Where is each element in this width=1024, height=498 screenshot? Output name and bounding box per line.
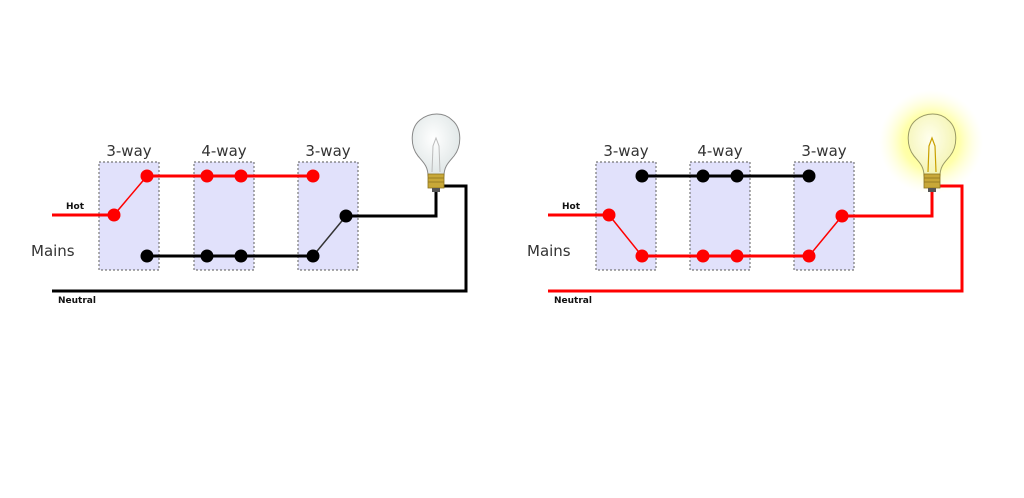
light-bulb-icon: [411, 113, 461, 192]
terminal: [200, 249, 214, 263]
circuit-left: 3-way 4-way 3-way Hot Mains Neutral: [31, 113, 468, 306]
switch-label-4way: 4-way: [697, 142, 742, 160]
terminal: [339, 209, 353, 223]
terminal: [107, 208, 121, 222]
hot-label: Hot: [66, 202, 85, 212]
terminal: [306, 169, 320, 183]
terminal: [306, 249, 320, 263]
switch-lever: [312, 215, 347, 257]
light-bulb-icon: [907, 113, 957, 192]
terminal: [140, 249, 154, 263]
terminal: [140, 169, 154, 183]
neutral-label: Neutral: [554, 296, 592, 306]
terminal: [234, 249, 248, 263]
mains-label: Mains: [31, 242, 75, 260]
switch-label-3way: 3-way: [801, 142, 846, 160]
terminal: [234, 169, 248, 183]
terminal: [200, 169, 214, 183]
terminal: [730, 169, 744, 183]
neutral-wire: [52, 184, 468, 293]
lamp-feed-wire: [842, 190, 934, 218]
lamp-feed-wire: [346, 190, 438, 218]
terminal: [802, 249, 816, 263]
mains-label: Mains: [527, 242, 571, 260]
switch-label-4way: 4-way: [201, 142, 246, 160]
hot-label: Hot: [562, 202, 581, 212]
neutral-label: Neutral: [58, 296, 96, 306]
switch-lever: [808, 215, 843, 257]
terminal: [635, 169, 649, 183]
terminal: [696, 169, 710, 183]
switch-lever: [113, 175, 148, 216]
terminal: [730, 249, 744, 263]
neutral-wire: [548, 184, 964, 293]
terminal: [635, 249, 649, 263]
switch-label-3way: 3-way: [603, 142, 648, 160]
terminal: [835, 209, 849, 223]
circuit-right: 3-way 4-way 3-way Hot Mains Neutral: [527, 90, 983, 306]
terminal: [696, 249, 710, 263]
terminal: [602, 208, 616, 222]
switch-lever: [608, 214, 643, 257]
terminal: [802, 169, 816, 183]
switch-label-3way: 3-way: [106, 142, 151, 160]
switch-label-3way: 3-way: [305, 142, 350, 160]
